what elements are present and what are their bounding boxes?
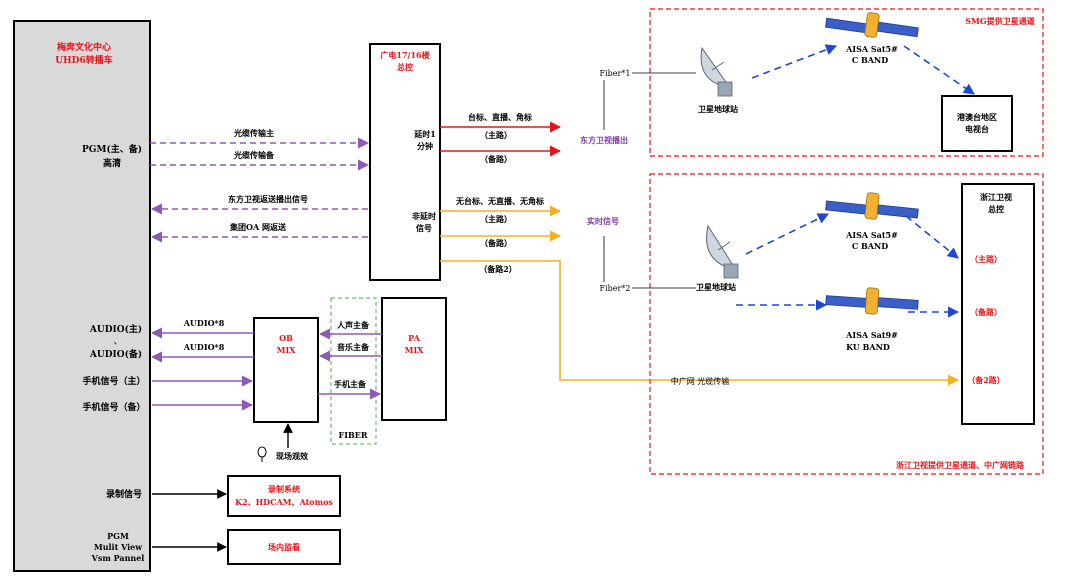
microphone-icon: [257, 446, 267, 462]
mic-label: 现场观效: [276, 451, 308, 461]
smg-title: SMG提供卫星通道: [965, 16, 1034, 26]
delayed-main-label: （主路）: [480, 130, 512, 140]
audio-dot-label: 、: [113, 337, 122, 347]
audio-main-label: AUDIO(主): [89, 323, 142, 335]
zj-sat-b-label-2: KU BAND: [846, 342, 890, 352]
cnr-backup2-route: [440, 260, 960, 386]
zj-main-label: （主路）: [970, 254, 1002, 264]
realtime-backup-label: （备路）: [480, 238, 512, 248]
audio8-backup-label: AUDIO*8: [183, 342, 225, 352]
smg-sat-label-2: C BAND: [852, 55, 888, 65]
ob-van-box: [13, 20, 151, 572]
satellite-icon: [825, 287, 919, 315]
smg-uplink-arrow: [751, 44, 838, 79]
phone-main-label: 手机信号（主）: [82, 375, 145, 387]
no-logo-label: 无台标、无直播、无角标: [455, 196, 544, 206]
vocal-label: 人声主备: [337, 320, 370, 330]
hk-tv-label-1: 港澳台地区: [957, 112, 997, 122]
pgm-hd-label: 高清: [103, 157, 121, 169]
zj-downlink-c-arrow: [905, 215, 959, 259]
zj-earth-station-label: 卫星地球站: [696, 282, 736, 292]
cnr-fiber-label: 中广网 光缆传输: [671, 376, 730, 386]
satellite-icon: [825, 12, 919, 38]
smg-earth-station-label: 卫星地球站: [698, 104, 738, 114]
dongfang-broadcast-label: 东方卫视播出: [580, 135, 628, 145]
zj-sat-b-label-1: AISA Sat9#: [845, 330, 898, 340]
recording-system-label: 录制系统: [268, 484, 300, 494]
earth-station-dish-icon: [700, 46, 733, 97]
venue-monitor-label: 场内监看: [268, 542, 300, 552]
hk-macau-taiwan-tv-box: [941, 95, 1013, 152]
phone-backup-label: 手机信号（备）: [82, 401, 145, 413]
realtime-signal-label: 实时信号: [587, 216, 619, 226]
zj-tv-label-2: 总控: [988, 204, 1004, 214]
oa-return-label: 集团OA 网返送: [229, 222, 287, 232]
master-control-title: 广电17/16楼: [380, 50, 429, 60]
smg-downlink-arrow: [903, 45, 975, 95]
zj-uplink-c-arrow: [745, 213, 830, 255]
ob-van-title-2: UHD6转播车: [55, 54, 112, 66]
master-control-box: [369, 43, 441, 281]
audio-backup-label: AUDIO(备): [89, 348, 142, 360]
pa-mix-box: [381, 297, 447, 421]
record-signal-label: 录制信号: [106, 488, 142, 500]
smg-sat-label-1: AISA Sat5#: [845, 44, 898, 54]
fiber-main-label: 光缆传输主: [233, 128, 274, 138]
smg-fiber-label: Fiber*1: [600, 69, 631, 78]
return-signal-label: 东方卫视返送播出信号: [228, 194, 308, 204]
master-control-title-2: 总控: [397, 62, 413, 72]
zj-fiber-label: Fiber*2: [600, 284, 631, 293]
smg-satellite-box: [649, 8, 1044, 157]
with-logo-label: 台标、直播、角标: [468, 112, 532, 122]
realtime-backup2-label: （备路2）: [479, 264, 517, 274]
ob-mix-label-2: MIX: [277, 345, 297, 355]
satellite-icon: [825, 192, 919, 220]
recording-system-devices: K2、HDCAM、Atomos: [235, 497, 333, 507]
hk-tv-label-2: 电视台: [965, 124, 989, 134]
phone-mix-label: 手机主备: [334, 379, 367, 389]
zhejiang-tv-control-box: [961, 183, 1035, 425]
zhejiang-satellite-box: [649, 173, 1044, 475]
pa-mix-label-1: PA: [408, 333, 420, 343]
zj-sat-a-label-1: AISA Sat5#: [845, 230, 898, 240]
zj-sat-a-label-2: C BAND: [852, 241, 888, 251]
multiview-label-3: Vsm Pannel: [91, 553, 145, 563]
nodelay-label-2: 信号: [416, 223, 432, 233]
delay-label-2: 分钟: [417, 141, 433, 151]
audio8-main-label: AUDIO*8: [183, 318, 225, 328]
pa-mix-label-2: MIX: [405, 345, 425, 355]
zj-backup-label: （备路）: [970, 307, 1002, 317]
fiber-group-label: FIBER: [339, 430, 368, 440]
realtime-main-label: （主路）: [480, 214, 512, 224]
multiview-label-1: PGM: [107, 531, 129, 541]
venue-monitor-box: [227, 529, 341, 565]
multiview-label-2: Mulit View: [94, 542, 143, 552]
earth-station-dish-icon: [706, 224, 739, 279]
delayed-backup-label: （备路）: [480, 154, 512, 164]
music-label: 音乐主备: [337, 342, 370, 352]
fiber-backup-label: 光缆传输备: [233, 150, 275, 160]
recording-system-box: [227, 475, 341, 517]
ob-van-title: 梅奔文化中心: [57, 41, 111, 53]
ob-mix-box: [253, 317, 319, 423]
pgm-label: PGM(主、备): [82, 143, 142, 155]
nodelay-label-1: 非延时: [412, 211, 436, 221]
zj-backup2-label: （备2路）: [967, 375, 1005, 385]
zj-tv-label-1: 浙江卫视: [980, 192, 1012, 202]
fiber-group-box: [330, 297, 377, 445]
ob-mix-label-1: OB: [279, 333, 293, 343]
zhejiang-box-title: 浙江卫视提供卫星通道、中广网链路: [896, 460, 1025, 470]
delay-label-1: 延时1: [413, 129, 436, 139]
